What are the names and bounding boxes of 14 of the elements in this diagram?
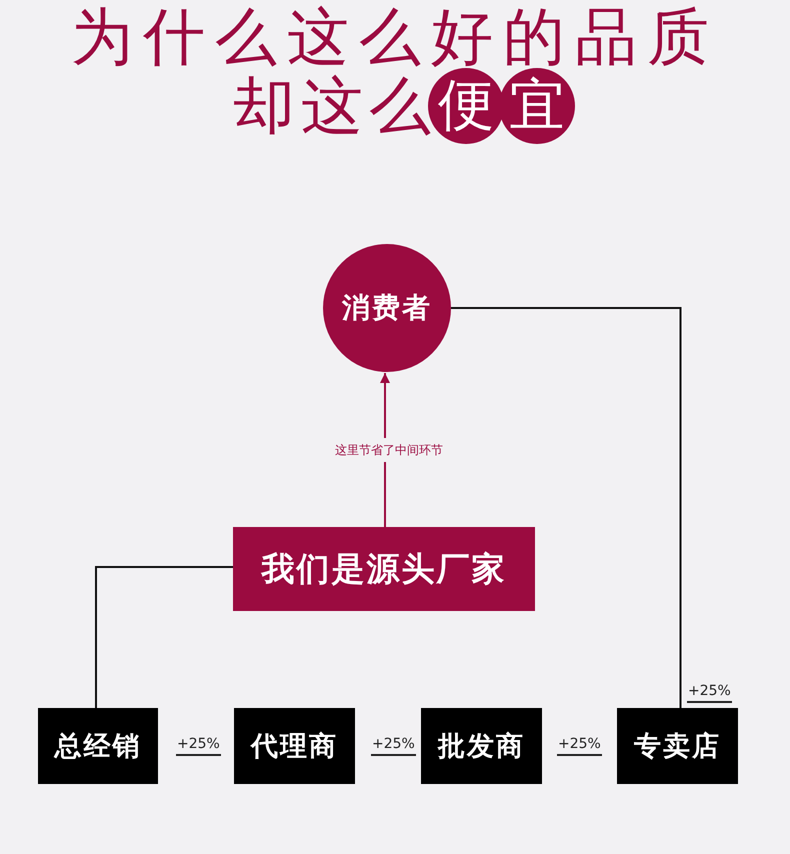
markup-label: +25%: [687, 684, 732, 703]
consumer-circle: 消费者: [323, 244, 451, 372]
highlight-circle: 宜: [499, 68, 575, 144]
connector-line: [451, 307, 682, 708]
markup-label: +25%: [176, 737, 221, 756]
factory-box: 我们是源头厂家: [233, 527, 535, 611]
channel-box: 总经销: [38, 708, 158, 784]
title: 却这么: [233, 70, 428, 142]
connector-line: [95, 566, 233, 708]
channel-box: 专卖店: [617, 708, 738, 784]
channel-box: 批发商: [421, 708, 542, 784]
markup-label: +25%: [371, 737, 416, 756]
channel-box: 代理商: [234, 708, 355, 784]
markup-label: +25%: [557, 737, 602, 756]
